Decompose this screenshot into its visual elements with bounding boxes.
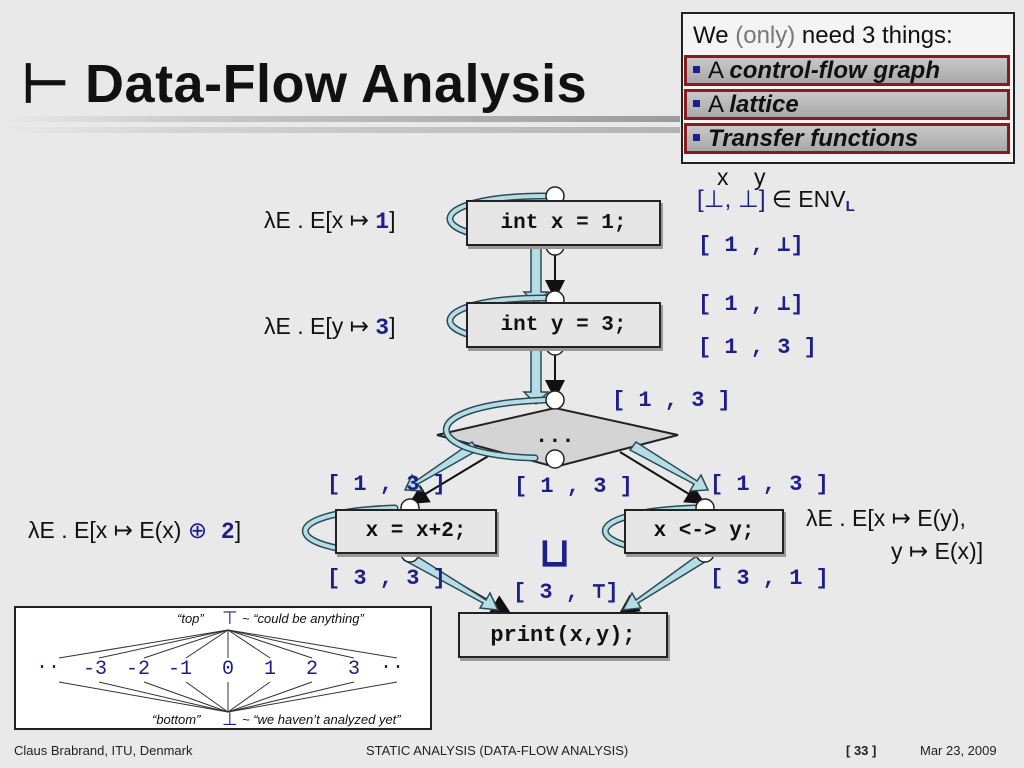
transfer-function-4-line2: y ↦ E(x)] (891, 538, 984, 564)
code-node-ellipsis: ... (535, 424, 575, 449)
join-symbol: ⊔ (539, 531, 571, 575)
transfer-text: λE . E[y ↦ (264, 313, 376, 339)
lattice-top-symbol: ⊤ (222, 608, 238, 628)
title-underline-stripe (0, 116, 680, 122)
transfer-text: ] (234, 517, 242, 543)
bullet-icon (693, 100, 700, 108)
transfer-value: 2 (207, 519, 235, 545)
requirement-text: control-flow graph (729, 57, 941, 84)
transfer-value: 3 (375, 315, 390, 341)
env-init: [⊥, ⊥] ∈ ENVL (697, 185, 855, 215)
flow-arrow-4 (628, 440, 710, 492)
transfer-text: λE . E[x ↦ (264, 207, 376, 233)
env-after-n2: [ 1 , 3 ] (698, 335, 817, 360)
flow-arrow-5 (402, 550, 500, 611)
flow-arrow-3 (403, 440, 480, 492)
heading-only: (only) (735, 22, 796, 49)
flow-arrow-2 (522, 343, 550, 406)
bullet-icon (693, 134, 700, 142)
env-member-sub: L (845, 198, 855, 216)
env-after-n5: [ 3 , 1 ] (710, 566, 829, 591)
env-after-n4: [ 3 , 3 ] (327, 566, 446, 591)
footer-date: Mar 23, 2009 (920, 743, 997, 758)
heading-suffix: need 3 things: (795, 22, 953, 49)
footer-author: Claus Brabrand, ITU, Denmark (14, 743, 193, 758)
requirement-prefix: A (708, 57, 730, 84)
footer-page-number: [ 33 ] (846, 743, 877, 758)
transfer-function-3: λE . E[x ↦ E(x) ⊕ 2] (28, 517, 241, 545)
transfer-text: λE . E[x ↦ E(x) (28, 517, 188, 543)
lattice-number: 0 (222, 658, 235, 681)
env-init-value: [⊥, ⊥] (697, 186, 766, 213)
transfer-function-2: λE . E[y ↦ 3] (264, 313, 396, 341)
slide-title: ⊢ Data-Flow Analysis (22, 54, 588, 114)
requirement-text: Transfer functions (708, 125, 919, 152)
env-joined: [ 3 , ⊤] (513, 580, 619, 605)
lattice-number: -2 (126, 658, 151, 681)
lattice-number: 2 (306, 658, 319, 681)
program-point (545, 390, 565, 410)
transfer-text: ] (389, 207, 396, 233)
lattice-bottom-desc: ~ “we haven’t analyzed yet” (242, 712, 401, 727)
lattice-number: 3 (348, 658, 361, 681)
lattice-number: -3 (83, 658, 108, 681)
transfer-value: 1 (375, 209, 390, 235)
env-branch-out: [ 1 , 3 ] (514, 474, 633, 499)
program-point (545, 449, 565, 469)
code-node-int-y: int y = 3; (466, 302, 661, 348)
requirement-prefix: A (708, 91, 730, 118)
lattice-top-label: “top” (177, 611, 204, 626)
requirement-text: lattice (729, 91, 799, 118)
requirement-control-flow-graph: A control-flow graph (684, 55, 1010, 86)
heading-prefix: We (693, 22, 736, 49)
requirement-transfer-functions: Transfer functions (684, 123, 1010, 154)
env-member-text: ∈ ENV (765, 186, 846, 212)
env-before-branch: [ 1 , 3 ] (612, 388, 731, 413)
lattice-bottom-label: “bottom” (152, 712, 201, 727)
title-underline-stripe-2 (0, 127, 680, 133)
lattice-dots-left: ·· (36, 656, 61, 679)
flow-arrow-6 (621, 550, 710, 611)
lattice-number: -1 (168, 658, 193, 681)
lattice-bottom-symbol: ⊥ (222, 709, 238, 729)
footer-course: STATIC ANALYSIS (DATA-FLOW ANALYSIS) (366, 743, 629, 758)
transfer-text: ] (389, 313, 396, 339)
edge-n3-n5 (619, 451, 706, 505)
edge-n3-n4 (408, 451, 496, 505)
requirement-lattice: A lattice (684, 89, 1010, 120)
env-before-n4: [ 1 , 3 ] (327, 472, 446, 497)
transfer-function-1: λE . E[x ↦ 1] (264, 207, 396, 235)
requirements-heading: We (only) need 3 things: (693, 22, 953, 50)
lattice-edges (58, 629, 398, 713)
lattice-diagram (14, 606, 432, 730)
bullet-icon (693, 66, 700, 74)
oplus-symbol: ⊕ (187, 517, 208, 543)
code-node-swap: x <-> y; (624, 509, 784, 554)
transfer-function-4-line1: λE . E[x ↦ E(y), (806, 505, 966, 531)
code-node-int-x: int x = 1; (466, 200, 661, 246)
var-label-x: x (717, 164, 729, 190)
lattice-dots-right: ·· (380, 656, 405, 679)
env-before-n5: [ 1 , 3 ] (710, 472, 829, 497)
env-after-n1: [ 1 , ⊥] (698, 233, 804, 258)
lattice-top-desc: ~ “could be anything” (242, 611, 364, 626)
var-label-y: y (754, 164, 766, 190)
env-before-n2: [ 1 , ⊥] (698, 292, 804, 317)
code-node-print: print(x,y); (458, 612, 668, 658)
code-node-x-plus-2: x = x+2; (335, 509, 497, 554)
lattice-number: 1 (264, 658, 277, 681)
